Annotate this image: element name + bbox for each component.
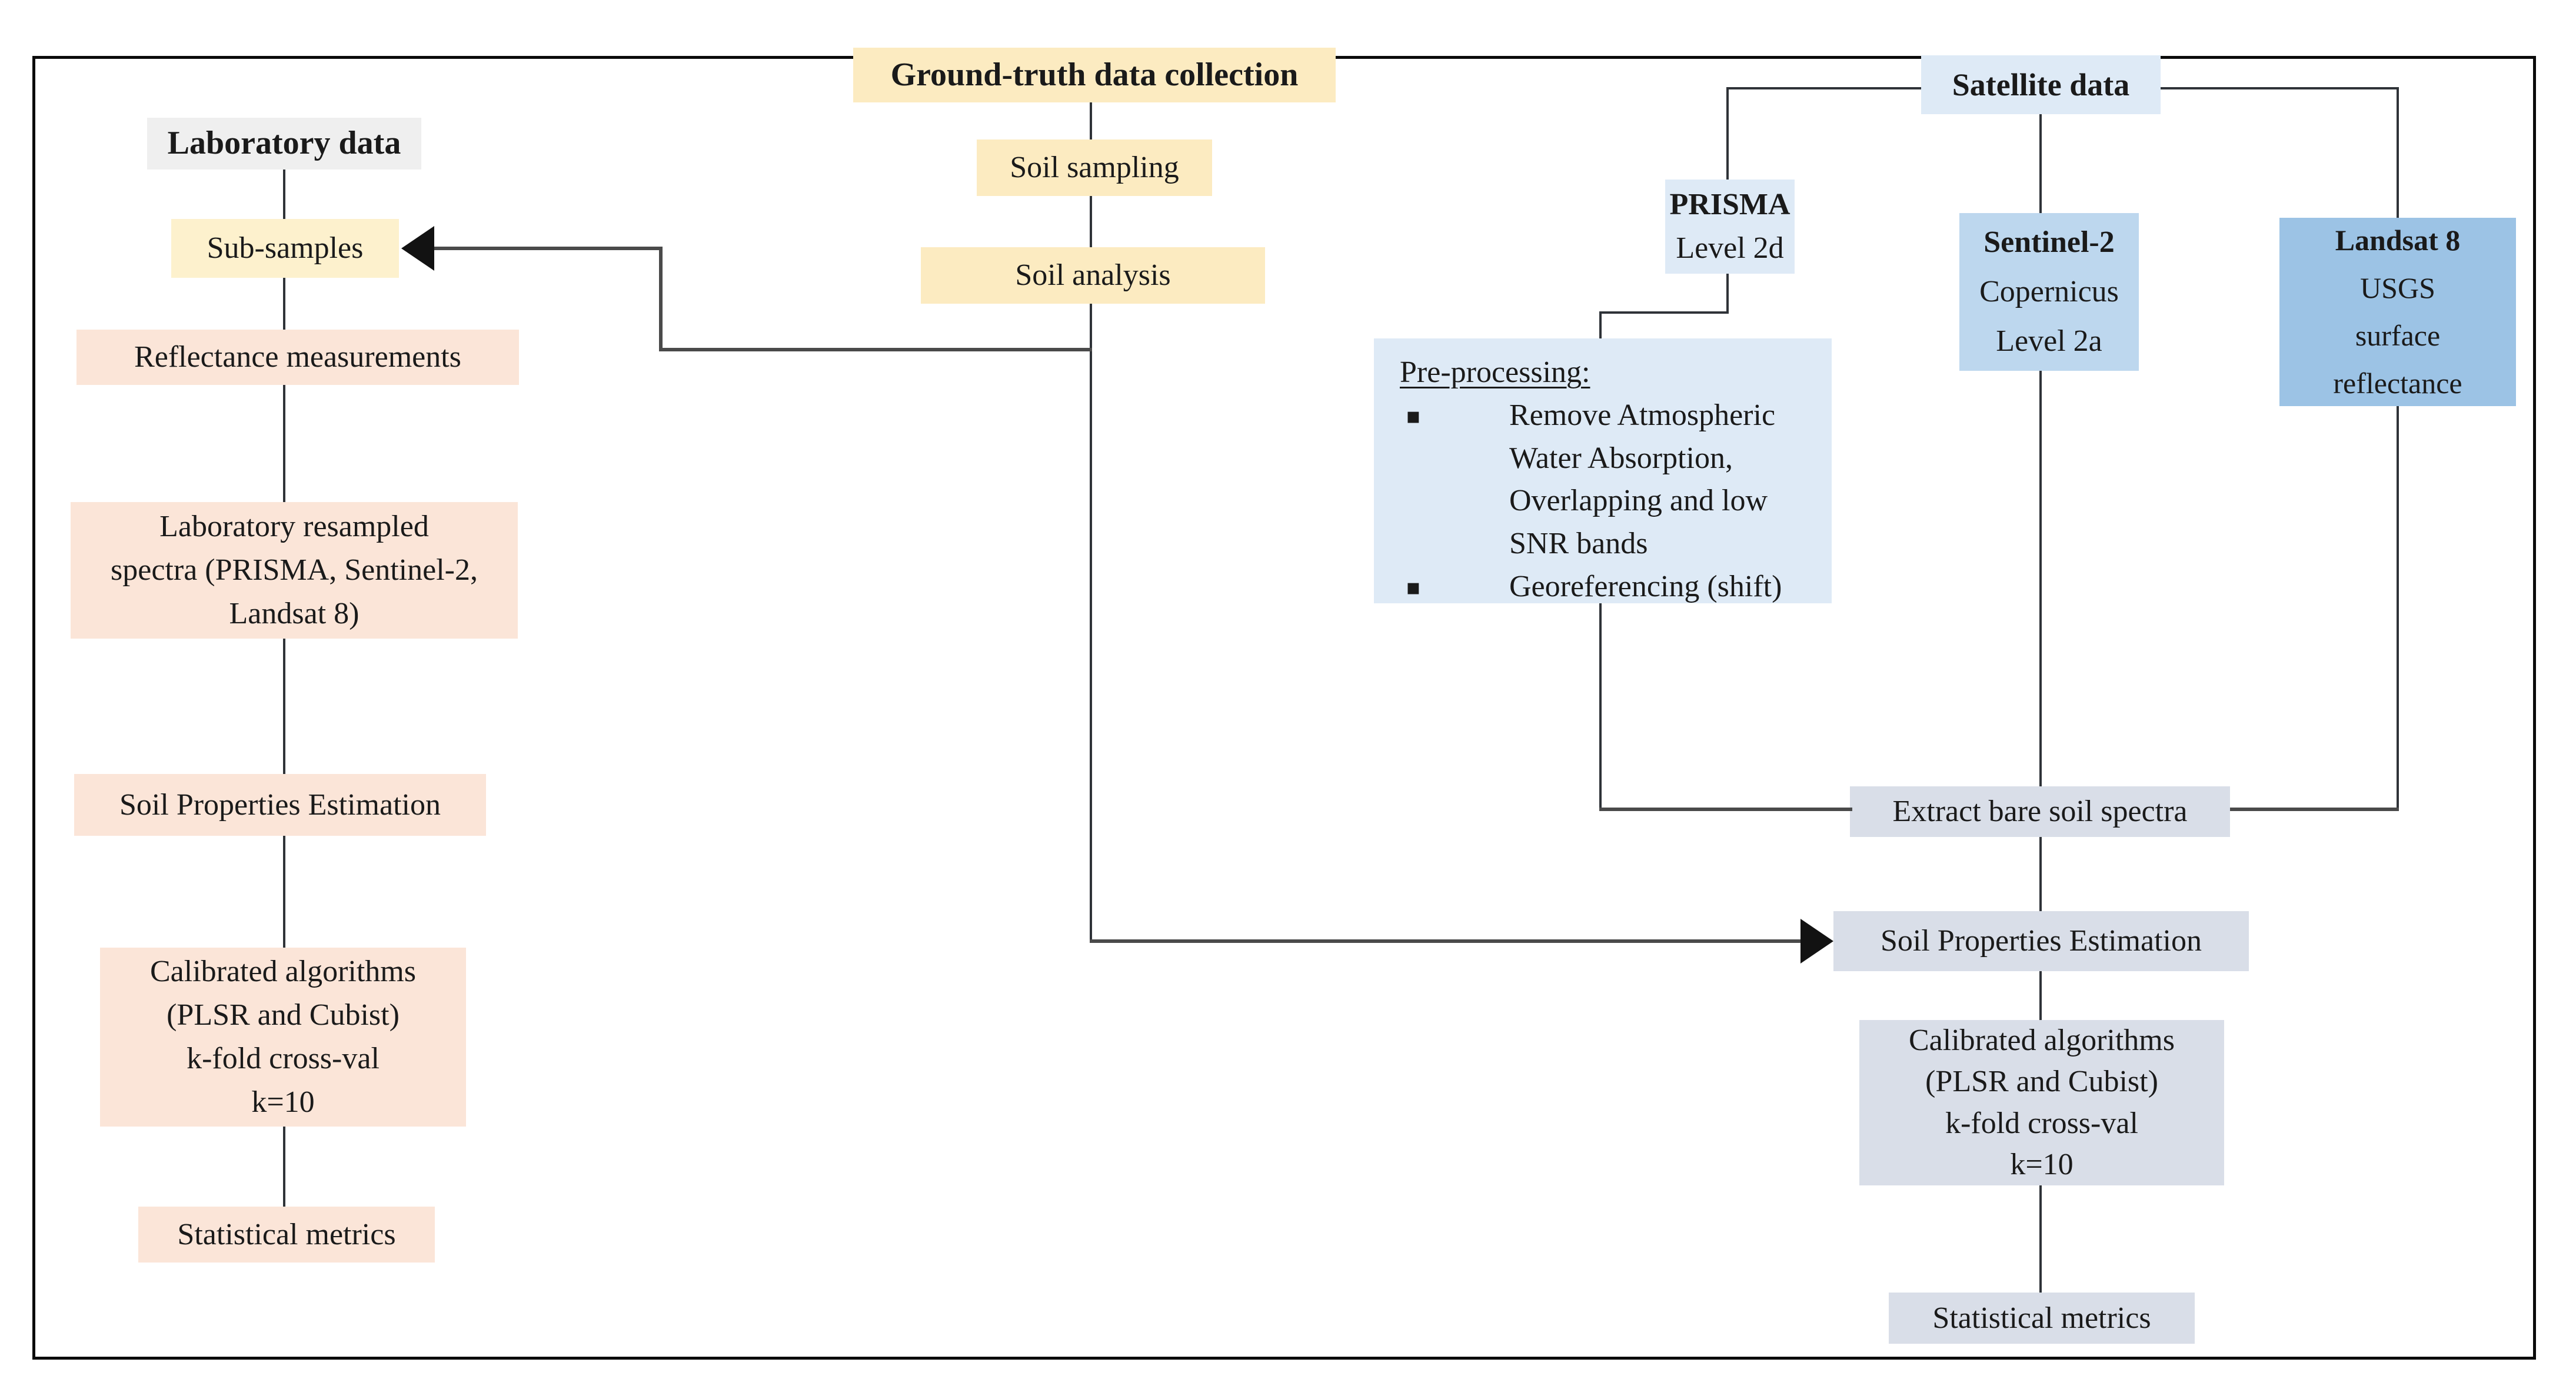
calibrated-algorithms-right-box: Calibrated algorithms (PLSR and Cubist) … [1859,1020,2224,1185]
connector-sampling-analysis [1090,196,1092,247]
soil-properties-estimation-left-label: Soil Properties Estimation [119,788,441,822]
preprocessing-bullet-1: ▪ Remove Atmospheric Water Absorption, O… [1400,394,1801,566]
sub-samples-label: Sub-samples [207,231,364,265]
connector-satellite-to-prisma [1726,87,1729,180]
connector-subsamples-reflectance [283,278,285,330]
ground-truth-label: Ground-truth data collection [890,56,1299,93]
sentinel-box: Sentinel-2 Copernicus Level 2a [1959,213,2139,371]
connector-branch-vertical [659,247,663,351]
statistical-metrics-right-box: Statistical metrics [1889,1293,2195,1344]
calibrated-left-line-1: Calibrated algorithms [149,955,416,989]
preprocessing-bullet-2: ▪ Georeferencing (shift) [1400,566,1801,609]
connector-satellite-to-landsat [2397,87,2399,218]
statistical-metrics-left-label: Statistical metrics [177,1217,396,1251]
soil-analysis-box: Soil analysis [921,247,1265,304]
reflectance-measurements-box: Reflectance measurements [76,330,519,385]
square-bullet-icon: ▪ [1406,573,1421,600]
connector-satellite-to-sentinel [2039,114,2042,213]
calibrated-left-line-4: k=10 [251,1085,315,1119]
arrowhead-left-icon [401,226,434,271]
calibrated-right-line-4: k=10 [2010,1147,2074,1181]
landsat-line-3: reflectance [2333,367,2462,400]
preprocessing-bullet-1-text: Remove Atmospheric Water Absorption, Ove… [1509,398,1776,561]
sentinel-line-2: Level 2a [1996,324,2102,358]
lab-resampled-line-3: Landsat 8) [229,596,360,630]
connector-landsat-to-extract [2230,808,2399,811]
soil-sampling-box: Soil sampling [977,139,1212,196]
connector-resampled-spe [283,639,285,774]
landsat-line-1: USGS [2360,271,2435,304]
prisma-subtitle: Level 2d [1676,231,1784,265]
connector-branch-low [659,348,1092,351]
connector-analysis-down [1090,304,1092,941]
arrowhead-right-icon [1800,919,1833,964]
connector-spe-calibrated [283,836,285,948]
preprocessing-box: Pre-processing: ▪ Remove Atmospheric Wat… [1374,338,1832,603]
connector-preprocessing-to-extract [1599,808,1852,811]
soil-properties-estimation-right-box: Soil Properties Estimation [1833,911,2249,971]
landsat-title: Landsat 8 [2335,224,2461,257]
sub-samples-box: Sub-samples [171,219,399,278]
calibrated-left-line-2: (PLSR and Cubist) [167,998,400,1032]
soil-analysis-label: Soil analysis [1015,258,1171,293]
statistical-metrics-right-label: Statistical metrics [1932,1301,2151,1335]
connector-preprocessing-down [1599,603,1602,811]
connector-spe-to-calibrated [2039,971,2042,1020]
landsat-line-2: surface [2355,319,2441,352]
connector-analysis-to-spe-right [1090,939,1804,943]
laboratory-data-box: Laboratory data [147,118,421,170]
calibrated-right-line-2: (PLSR and Cubist) [1925,1065,2158,1099]
satellite-data-box: Satellite data [1921,55,2161,114]
calibrated-algorithms-left-box: Calibrated algorithms (PLSR and Cubist) … [100,948,466,1127]
connector-prisma-down [1726,274,1729,314]
preprocessing-bullet-2-text: Georeferencing (shift) [1509,569,1782,603]
connector-prisma-left [1599,311,1729,314]
extract-bare-soil-label: Extract bare soil spectra [1892,795,2188,829]
calibrated-right-line-3: k-fold cross-val [1945,1106,2138,1140]
connector-calibrated-to-statistical [2039,1185,2042,1293]
connector-reflectance-resampled [283,385,285,502]
connector-extract-to-spe [2039,837,2042,911]
prisma-box: PRISMA Level 2d [1665,180,1795,274]
connector-branch-to-subsamples [433,247,663,250]
connector-calibrated-statistical [283,1127,285,1207]
ground-truth-box: Ground-truth data collection [853,48,1336,102]
connector-satellite-left-h [1726,87,1921,89]
soil-properties-estimation-right-label: Soil Properties Estimation [1881,924,2202,958]
reflectance-measurements-label: Reflectance measurements [134,340,461,374]
prisma-title: PRISMA [1669,188,1790,222]
connector-labdata-subsamples [283,170,285,219]
square-bullet-icon: ▪ [1406,402,1421,428]
extract-bare-soil-box: Extract bare soil spectra [1850,786,2230,837]
lab-resampled-line-1: Laboratory resampled [159,510,429,544]
sentinel-line-1: Copernicus [1979,274,2119,308]
laboratory-data-label: Laboratory data [167,125,401,162]
sentinel-title: Sentinel-2 [1983,225,2115,259]
lab-resampled-line-2: spectra (PRISMA, Sentinel-2, [111,553,478,587]
soil-sampling-label: Soil sampling [1010,151,1179,185]
connector-into-preprocessing [1599,311,1602,338]
landsat-box: Landsat 8 USGS surface reflectance [2279,218,2516,406]
preprocessing-heading: Pre-processing: [1400,356,1590,389]
satellite-data-label: Satellite data [1952,67,2130,102]
soil-properties-estimation-left-box: Soil Properties Estimation [74,774,486,836]
lab-resampled-spectra-box: Laboratory resampled spectra (PRISMA, Se… [71,502,518,639]
connector-sentinel-to-extract [2039,371,2042,786]
connector-landsat-down [2397,406,2399,811]
calibrated-right-line-1: Calibrated algorithms [1908,1024,2175,1058]
connector-groundtruth-sampling [1090,102,1092,139]
calibrated-left-line-3: k-fold cross-val [187,1042,380,1075]
connector-satellite-right-h [2161,87,2399,89]
statistical-metrics-left-box: Statistical metrics [138,1207,435,1263]
